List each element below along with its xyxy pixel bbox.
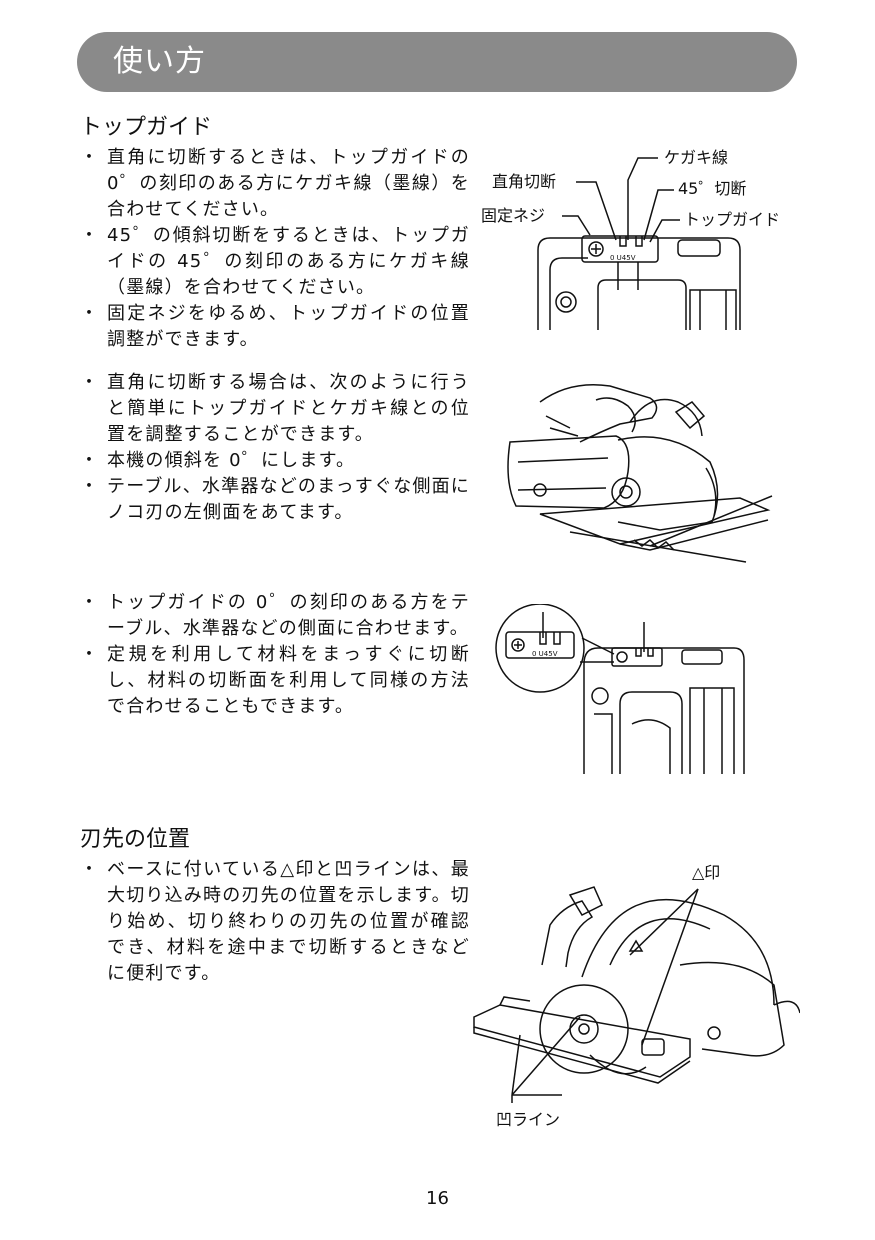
top-guide-magnified-diagram: 0 U45V [494, 604, 754, 774]
section-banner: 使い方 [77, 32, 797, 92]
heading-blade-tip-position: 刃先の位置 [80, 827, 191, 852]
page-number: 16 [426, 1188, 449, 1209]
svg-text:0 U45V: 0 U45V [610, 254, 636, 262]
saw-against-table-illustration [500, 372, 780, 572]
bullet: ・ [80, 592, 100, 613]
blade-tip-list: ・ベースに付いている△印と凹ラインは、最大切り込み時の刃先の位置を示します。切り… [80, 857, 470, 987]
bullet: ・ [80, 644, 100, 665]
top-guide-list-1: ・直角に切断するときは、トップガイドの 0゜の刻印のある方にケガキ線（墨線）を合… [80, 145, 470, 353]
label-right-angle-cut: 直角切断 [492, 172, 556, 191]
list-item: ・45゜の傾斜切断をするときは、トップガイドの 45゜の刻印のある方にケガキ線（… [80, 225, 470, 298]
leader-45-cut [643, 189, 674, 241]
list-item: ・直角に切断するときは、トップガイドの 0゜の刻印のある方にケガキ線（墨線）を合… [80, 147, 470, 220]
blade-tip-marks-diagram: △印 凹ライン [470, 855, 800, 1135]
bullet: ・ [80, 476, 100, 497]
list-item: ・直角に切断する場合は、次のように行うと簡単にトップガイドとケガキ線との位置を調… [80, 372, 470, 445]
bullet: ・ [80, 372, 100, 393]
bullet: ・ [80, 450, 100, 471]
label-notch-line: 凹ライン [496, 1110, 560, 1129]
svg-text:0 U45V: 0 U45V [532, 650, 558, 658]
list-item: ・本機の傾斜を 0゜にします。 [80, 448, 470, 474]
list-item: ・ベースに付いている△印と凹ラインは、最大切り込み時の刃先の位置を示します。切り… [80, 859, 470, 984]
leader-marking-line [627, 157, 658, 240]
bullet: ・ [80, 225, 100, 246]
top-guide-diagram: ケガキ線 直角切断 45゜切断 固定ネジ トップガイド 0 U45V [478, 140, 798, 335]
leader-fixing-screw [562, 215, 591, 236]
label-45-cut: 45゜切断 [678, 179, 746, 198]
leader-right-angle [576, 181, 617, 241]
label-marking-line: ケガキ線 [664, 148, 728, 167]
bullet: ・ [80, 303, 100, 324]
label-triangle-mark: △印 [692, 863, 720, 882]
top-guide-list-2: ・直角に切断する場合は、次のように行うと簡単にトップガイドとケガキ線との位置を調… [80, 370, 470, 526]
bullet: ・ [80, 859, 100, 880]
label-top-guide: トップガイド [684, 210, 780, 229]
leader-top-guide [649, 219, 680, 243]
bullet: ・ [80, 147, 100, 168]
list-item: ・テーブル、水準器などのまっすぐな側面にノコ刃の左側面をあてます。 [80, 476, 470, 523]
label-fixing-screw: 固定ネジ [481, 206, 545, 225]
list-item: ・固定ネジをゆるめ、トップガイドの位置調整ができます。 [80, 303, 470, 350]
page-title: 使い方 [113, 44, 206, 79]
top-guide-list-3: ・トップガイドの 0゜の刻印のある方をテーブル、水準器などの側面に合わせます。 … [80, 590, 470, 720]
list-item: ・トップガイドの 0゜の刻印のある方をテーブル、水準器などの側面に合わせます。 [80, 592, 470, 639]
list-item: ・定規を利用して材料をまっすぐに切断し、材料の切断面を利用して同様の方法で合わせ… [80, 644, 470, 717]
heading-top-guide: トップガイド [80, 115, 213, 140]
